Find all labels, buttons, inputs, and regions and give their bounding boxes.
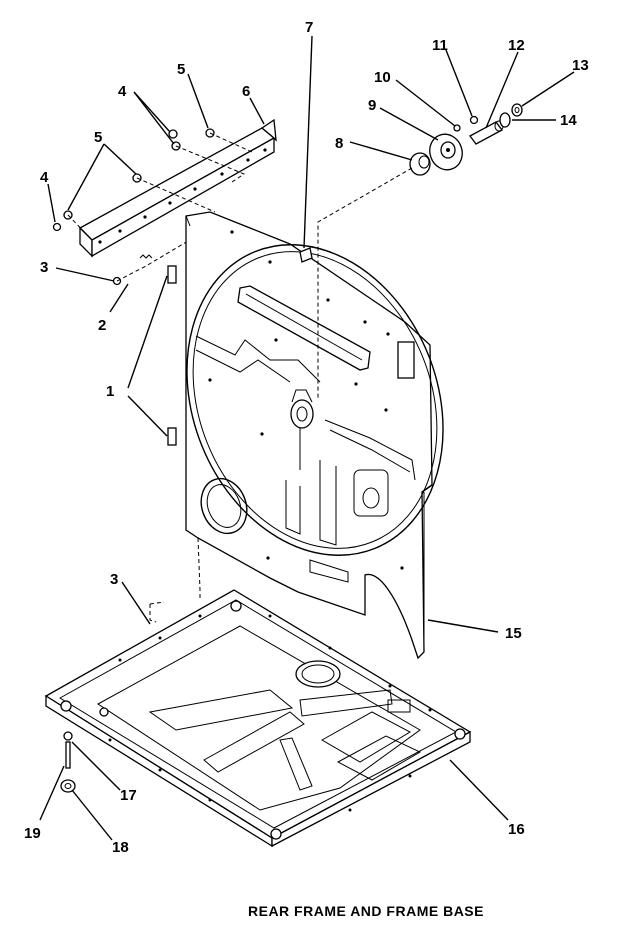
callout-11: 11: [432, 37, 448, 54]
callout-12: 12: [508, 37, 525, 54]
callout-16: 16: [508, 821, 525, 838]
callout-3-top: 3: [40, 259, 48, 276]
pads: [167, 265, 177, 446]
base-guide-lines: [149, 601, 165, 623]
callout-19: 19: [24, 825, 41, 842]
callout-15: 15: [505, 625, 522, 642]
callout-labels: 1 2 3 4 5 4 5 6 7 8 9 10 11 12 13 14 15 …: [24, 19, 589, 856]
callout-17: 17: [120, 787, 137, 804]
callout-13: 13: [572, 57, 589, 74]
panel-guide-line: [197, 537, 201, 600]
callout-5-left: 5: [94, 129, 102, 146]
callout-18: 18: [112, 839, 129, 856]
rear-panel: [185, 211, 444, 660]
leveling-foot: [60, 731, 76, 793]
pulley-guide-line: [317, 167, 413, 400]
pulley-assembly: [409, 103, 523, 176]
diagram-caption: REAR FRAME AND FRAME BASE: [248, 903, 484, 919]
callout-14: 14: [560, 112, 577, 129]
callout-2: 2: [98, 317, 106, 334]
panel-clip: [299, 247, 313, 263]
callout-4-left: 4: [40, 169, 49, 186]
callout-1: 1: [106, 383, 114, 400]
callout-7: 7: [305, 19, 313, 36]
bracket-guide-lines: [67, 132, 253, 282]
callout-6: 6: [242, 83, 250, 100]
callout-3-bottom: 3: [110, 571, 118, 588]
callout-9: 9: [368, 97, 376, 114]
callout-8: 8: [335, 135, 343, 152]
frame-base: [44, 589, 472, 848]
callout-5-top: 5: [177, 61, 185, 78]
leader-lines: [39, 35, 575, 841]
callout-10: 10: [374, 69, 391, 86]
callout-4-top: 4: [118, 83, 127, 100]
